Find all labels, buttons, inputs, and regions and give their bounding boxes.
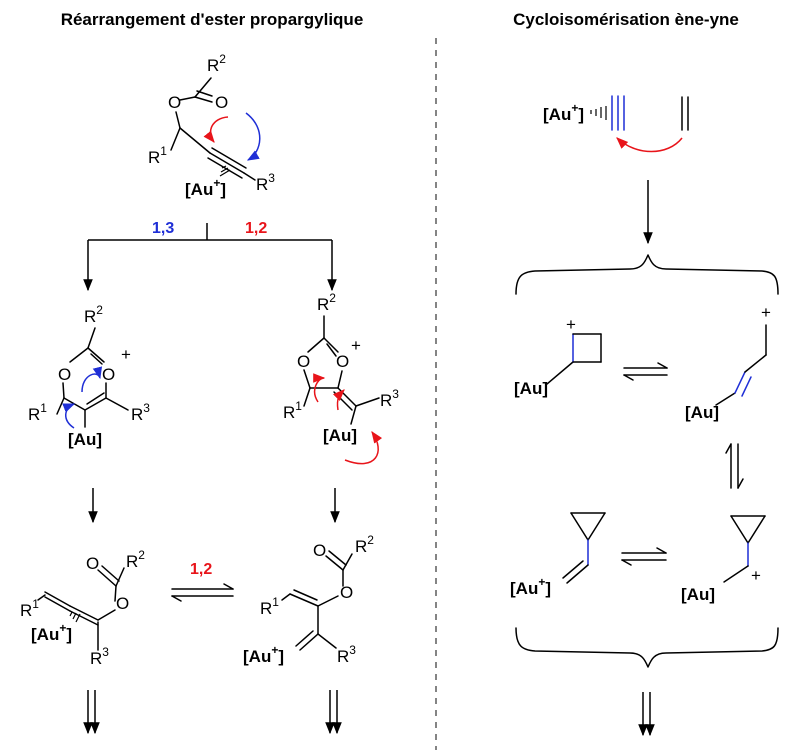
svg-text:+: + (566, 315, 576, 334)
svg-text:[Au]: [Au] (681, 585, 715, 604)
left-title: Réarrangement d'ester propargylique (61, 10, 364, 29)
svg-text:O: O (297, 352, 310, 371)
equilibrium-arrows-2 (725, 443, 744, 489)
equilibrium-label: 1,2 (190, 561, 212, 578)
ester-oxygen: O (168, 93, 181, 112)
right-title: Cycloisomérisation ène-yne (513, 10, 739, 29)
svg-text:[Au+]: [Au+] (243, 643, 284, 666)
bottom-brace (515, 627, 779, 668)
svg-text:O: O (58, 365, 71, 384)
path-label-1-3: 1,3 (152, 220, 174, 237)
blue-curved-arrow (245, 112, 261, 161)
svg-text:R1: R1 (260, 595, 279, 618)
svg-text:O: O (313, 541, 326, 560)
svg-text:O: O (102, 365, 115, 384)
gold-cation-label: [Au+] (185, 176, 226, 199)
svg-text:R3: R3 (380, 387, 399, 410)
svg-text:R3: R3 (337, 643, 356, 666)
equilibrium-arrows (171, 583, 234, 602)
svg-text:[Au]: [Au] (685, 403, 719, 422)
path-label-1-2: 1,2 (245, 220, 267, 237)
svg-text:[Au+]: [Au+] (510, 575, 551, 598)
allene-product: O R2 O R1 R3 [Au+] (20, 548, 145, 668)
svg-text:[Au+]: [Au+] (31, 621, 72, 644)
svg-text:R3: R3 (131, 401, 150, 424)
r1-label: R1 (148, 144, 167, 167)
left-further-arrows (83, 690, 342, 735)
cyclopropylmethyl-cation: + [Au] (681, 515, 766, 604)
six-membered-intermediate: R2 O O + R1 R3 [Au] (28, 303, 150, 449)
svg-text:R2: R2 (126, 548, 145, 571)
svg-text:O: O (116, 594, 129, 613)
enyne-complex: [Au+] (543, 95, 689, 153)
top-brace (515, 254, 779, 295)
cyclobutyl-cation: [Au] + (514, 315, 602, 398)
red-curved-arrow (203, 116, 229, 143)
gold-label: [Au] (68, 430, 102, 449)
svg-text:R2: R2 (317, 291, 336, 314)
svg-text:O: O (336, 352, 349, 371)
svg-text:R1: R1 (20, 597, 39, 620)
svg-text:R3: R3 (90, 645, 109, 668)
five-membered-intermediate: R2 O O + R1 R3 [Au] (283, 291, 399, 465)
svg-text:R1: R1 (283, 399, 302, 422)
svg-text:+: + (751, 566, 761, 585)
svg-text:+: + (761, 303, 771, 322)
svg-text:R2: R2 (84, 303, 103, 326)
svg-text:R1: R1 (28, 401, 47, 424)
propargylic-ester: R2 O O R1 R3 [Au+] (148, 52, 275, 199)
svg-text:[Au]: [Au] (323, 426, 357, 445)
r2-label: R2 (207, 52, 226, 75)
r3-label: R3 (256, 171, 275, 194)
cyclopropyl-gold-carbene: [Au+] (510, 512, 606, 598)
svg-text:R2: R2 (355, 533, 374, 556)
svg-text:[Au]: [Au] (514, 379, 548, 398)
equilibrium-arrows-1 (623, 362, 668, 381)
vinyl-gold-product: O R2 O R1 R3 [Au+] (243, 533, 374, 666)
homoallyl-cation: [Au] + (685, 303, 771, 422)
right-further-arrows (638, 692, 655, 737)
equilibrium-arrows-3 (621, 547, 667, 566)
svg-text:+: + (351, 336, 361, 355)
svg-text:+: + (121, 345, 131, 364)
svg-text:O: O (86, 554, 99, 573)
svg-text:[Au+]: [Au+] (543, 101, 584, 124)
svg-text:O: O (340, 583, 353, 602)
carbonyl-oxygen: O (215, 93, 228, 112)
